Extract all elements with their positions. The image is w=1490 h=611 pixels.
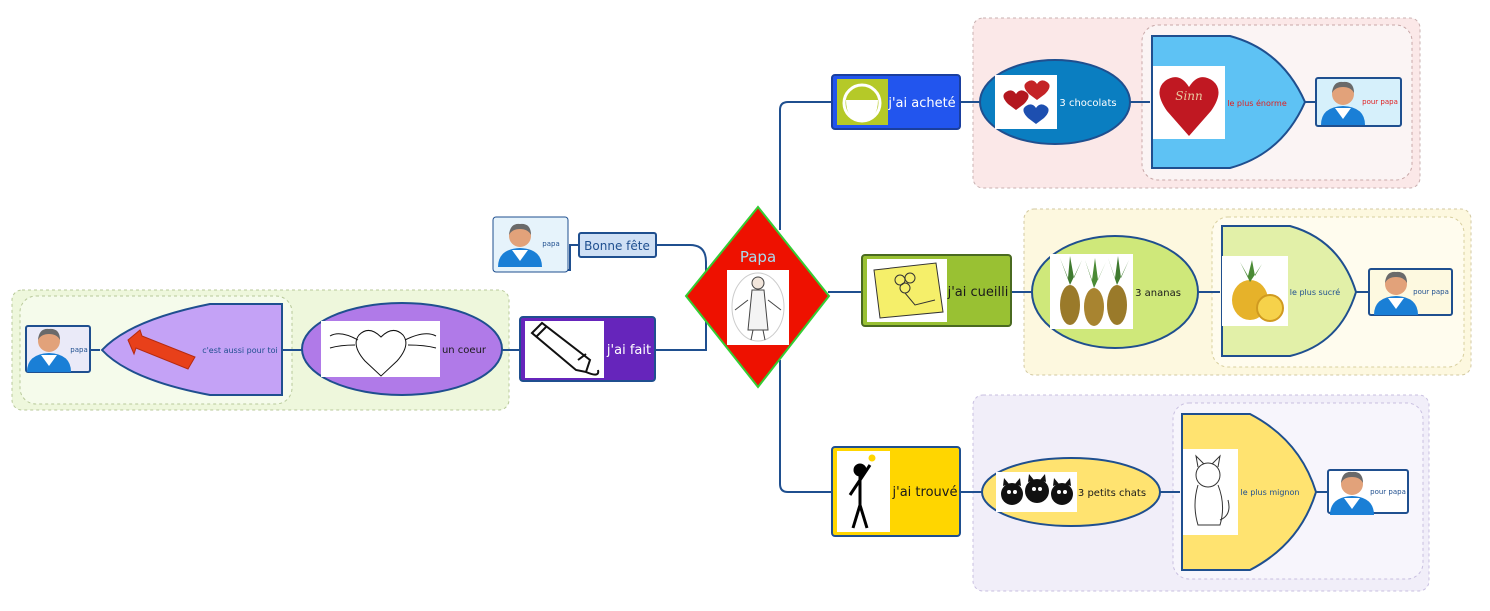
superlative-picked[interactable]: le plus sucré (1221, 225, 1358, 357)
flower-card-icon (873, 262, 944, 319)
superlative-found-label: le plus mignon (1241, 488, 1300, 497)
superlative-made[interactable]: c'est aussi pour toi (100, 303, 283, 396)
greeting-label: Bonne fête (584, 239, 650, 253)
greeting-recipient[interactable]: papa (490, 216, 569, 273)
arrow-icon (127, 329, 196, 370)
item-made-label: un coeur (442, 345, 487, 356)
branch-made-label: j'ai fait (606, 343, 651, 358)
branch-bought-label: j'ai acheté (887, 96, 955, 111)
basket-icon (842, 83, 882, 123)
branch-made[interactable]: j'ai fait (519, 316, 656, 382)
superlative-bought-label: le plus énorme (1227, 98, 1287, 108)
item-made[interactable]: un coeur (301, 302, 503, 396)
pineapple-slice-icon (1232, 260, 1284, 322)
recipient-bought-label: pour papa (1362, 98, 1398, 106)
central-label: Papa (740, 248, 776, 266)
item-picked[interactable]: 3 ananas (1031, 235, 1199, 349)
branch-picked-label: j'ai cueilli (947, 285, 1009, 300)
heart-chocolate-icon: Sinn (1159, 77, 1219, 136)
recipient-found-label: pour papa (1370, 488, 1406, 496)
recipient-picked[interactable]: pour papa (1366, 268, 1453, 316)
heart-icon (329, 330, 437, 377)
stick-figure-icon (848, 454, 876, 529)
superlative-bought[interactable]: Sinn le plus énorme (1151, 35, 1307, 169)
recipient-picked-label: pour papa (1413, 288, 1449, 296)
chocolate-hearts-icon (1003, 80, 1050, 124)
item-found-label: 3 petits chats (1078, 488, 1146, 499)
recipient-made-label: papa (70, 346, 87, 354)
person-icon (490, 221, 550, 267)
superlative-found[interactable]: le plus mignon (1181, 413, 1318, 571)
item-found[interactable]: 3 petits chats (981, 457, 1161, 527)
item-picked-label: 3 ananas (1135, 288, 1181, 299)
grandpa-icon (731, 272, 785, 342)
recipient-made[interactable]: papa (19, 325, 91, 373)
branch-bought[interactable]: j'ai acheté (831, 74, 961, 130)
pencil-icon (530, 321, 600, 376)
greeting-node[interactable]: Bonne fête (578, 232, 657, 258)
central-node[interactable]: Papa (684, 205, 831, 389)
branch-picked[interactable]: j'ai cueilli (861, 254, 1012, 327)
item-bought[interactable]: 3 chocolats (979, 59, 1131, 145)
superlative-picked-label: le plus sucré (1290, 287, 1341, 297)
svg-text:Sinn: Sinn (1175, 89, 1203, 103)
pineapple-icon (1060, 256, 1129, 326)
item-bought-label: 3 chocolats (1059, 98, 1116, 109)
greeting-recipient-label: papa (542, 240, 559, 248)
kittens-icon (1001, 474, 1073, 505)
branch-found-label: j'ai trouvé (892, 485, 958, 500)
recipient-bought[interactable]: pour papa (1313, 77, 1402, 127)
branch-found[interactable]: j'ai trouvé (831, 446, 961, 537)
superlative-made-label: c'est aussi pour toi (202, 346, 278, 355)
kitten-icon (1194, 454, 1230, 526)
recipient-found[interactable]: pour papa (1322, 469, 1409, 515)
